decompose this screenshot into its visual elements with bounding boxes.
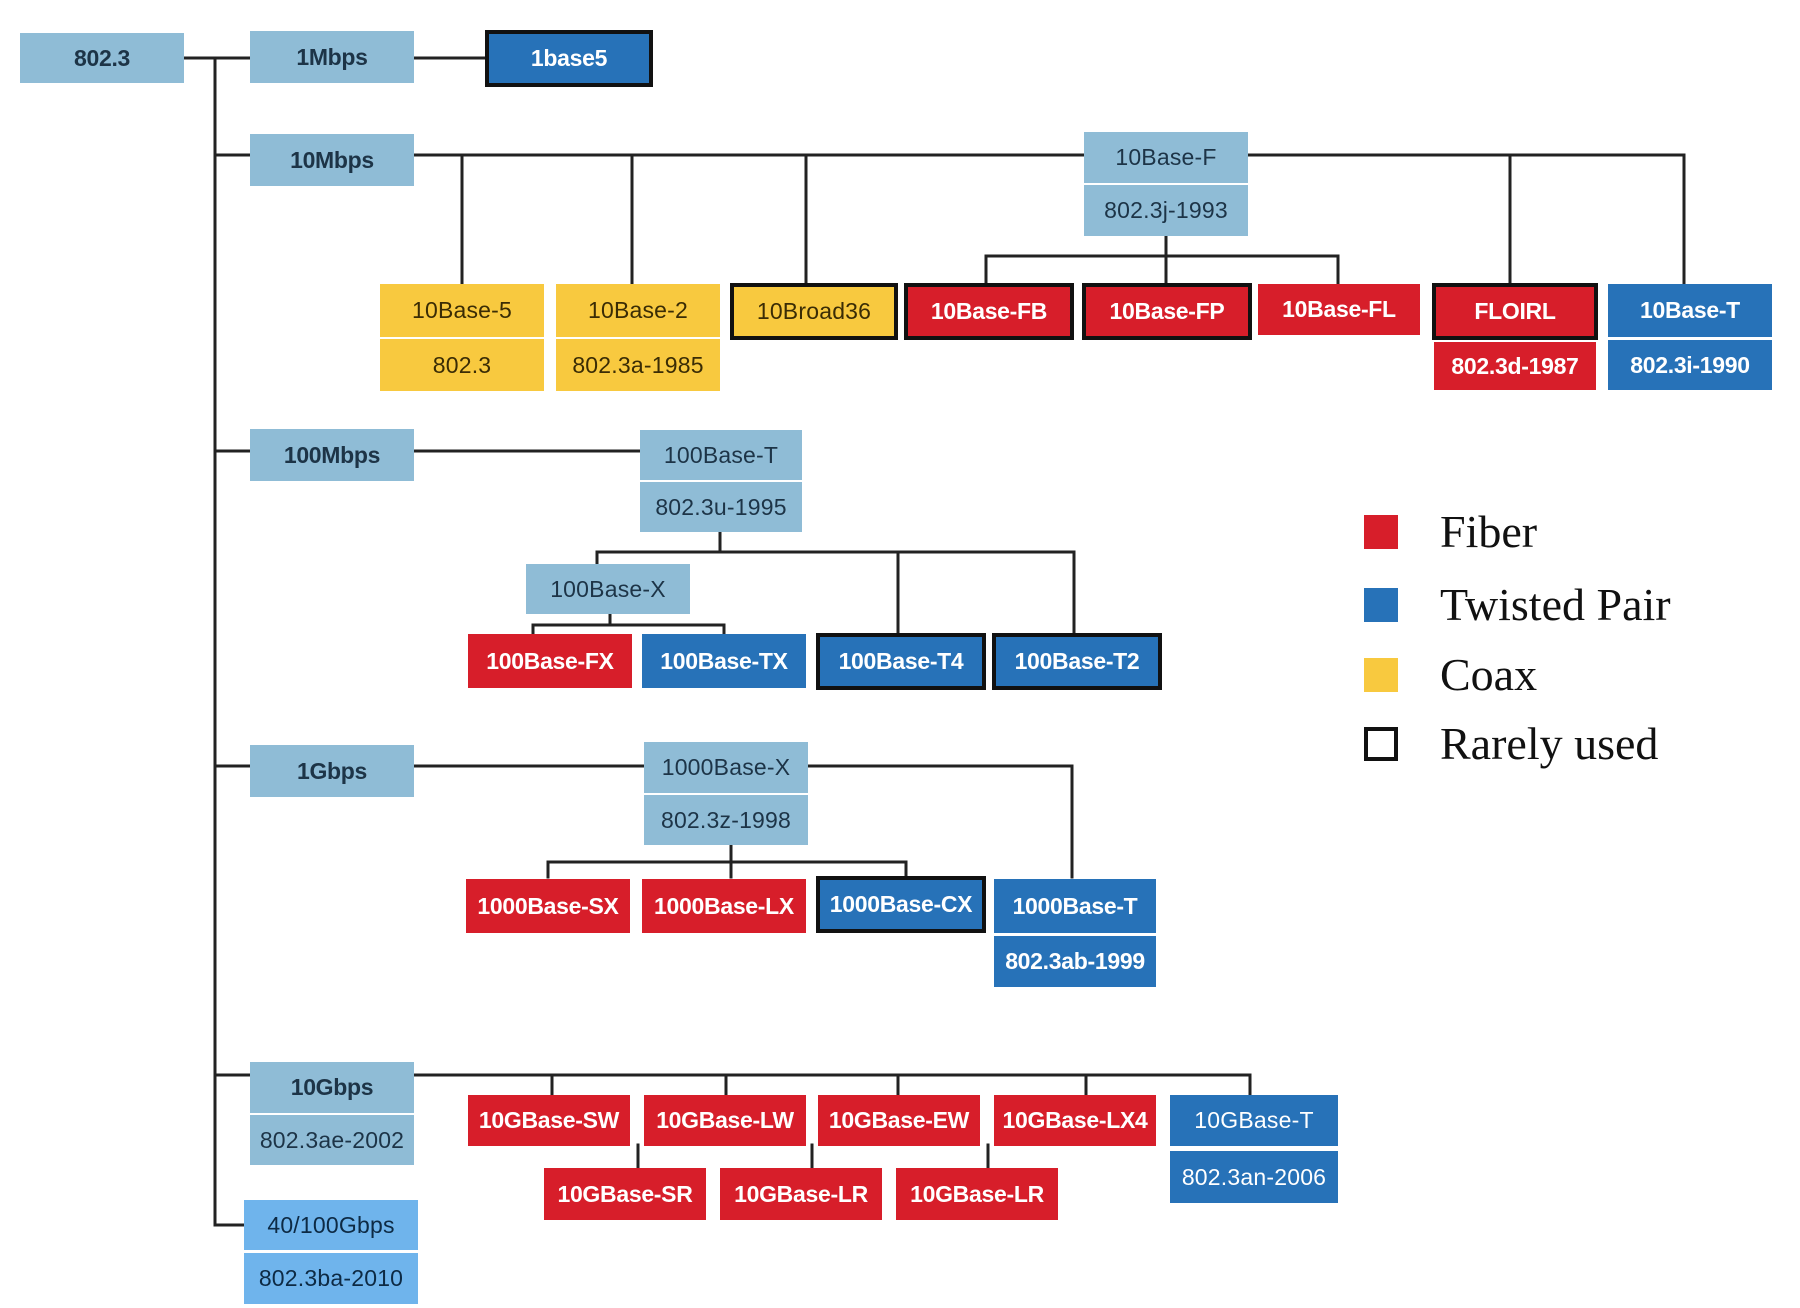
node-10gbase-sr: 10GBase-SR [544, 1168, 706, 1220]
node-1000base-x: 1000Base-X [644, 742, 808, 793]
node-10gbase-sw: 10GBase-SW [468, 1095, 630, 1146]
node-1base5: 1base5 [485, 30, 653, 87]
node-10gbase-lr: 10GBase-LR [720, 1168, 882, 1220]
legend-item-twisted-pair: Twisted Pair [1364, 578, 1671, 631]
node-10mbps: 10Mbps [250, 134, 414, 186]
node-100base-t4: 100Base-T4 [816, 633, 986, 690]
legend-item-fiber: Fiber [1364, 505, 1537, 558]
node-100base-fx: 100Base-FX [468, 634, 632, 688]
legend-label-fiber: Fiber [1440, 506, 1538, 557]
legend-item-rarely-used: Rarely used [1364, 717, 1658, 770]
node-foirl: FLOIRL [1432, 283, 1598, 340]
node-100base-t: 100Base-T [640, 430, 802, 480]
node-40-100gbps-standard: 802.3ba-2010 [244, 1253, 418, 1304]
node-10gbase-ew: 10GBase-EW [818, 1095, 980, 1146]
legend-item-coax: Coax [1364, 648, 1537, 701]
node-10gbase-lr-2: 10GBase-LR [896, 1168, 1058, 1220]
legend-label-twisted-pair: Twisted Pair [1440, 579, 1671, 630]
node-1000base-x-standard: 802.3z-1998 [644, 795, 808, 845]
rarely-used-swatch-icon [1364, 726, 1398, 761]
node-100base-x: 100Base-X [526, 564, 690, 614]
node-10base-fp: 10Base-FP [1082, 283, 1252, 340]
node-40-100gbps: 40/100Gbps [244, 1200, 418, 1250]
node-10base-5: 10Base-5 [380, 284, 544, 337]
node-10broad36: 10Broad36 [730, 283, 898, 340]
legend-label-rarely-used: Rarely used [1440, 718, 1659, 769]
node-10base-2: 10Base-2 [556, 284, 720, 337]
coax-swatch-icon [1364, 657, 1398, 692]
node-100base-t-standard: 802.3u-1995 [640, 482, 802, 532]
node-1mbps: 1Mbps [250, 31, 414, 83]
node-10base-2-standard: 802.3a-1985 [556, 339, 720, 391]
node-10base-5-standard: 802.3 [380, 339, 544, 391]
node-10gbps: 10Gbps [250, 1062, 414, 1113]
node-1000base-lx: 1000Base-LX [642, 879, 806, 933]
node-10gbps-standard: 802.3ae-2002 [250, 1115, 414, 1165]
node-10base-t: 10Base-T [1608, 284, 1772, 337]
node-10base-fb: 10Base-FB [904, 283, 1074, 340]
node-10gbase-lx4: 10GBase-LX4 [994, 1095, 1156, 1146]
node-1000base-t-standard: 802.3ab-1999 [994, 936, 1156, 987]
node-100base-tx: 100Base-TX [642, 634, 806, 688]
node-100mbps: 100Mbps [250, 429, 414, 481]
node-10base-fl: 10Base-FL [1258, 284, 1420, 335]
node-1gbps: 1Gbps [250, 745, 414, 797]
node-10base-f: 10Base-F [1084, 132, 1248, 183]
node-10gbase-lw: 10GBase-LW [644, 1095, 806, 1146]
node-10base-t-standard: 802.3i-1990 [1608, 340, 1772, 390]
node-1000base-cx: 1000Base-CX [816, 876, 986, 933]
twisted-pair-swatch-icon [1364, 587, 1398, 622]
node-802-3-root: 802.3 [20, 33, 184, 83]
node-10base-f-standard: 802.3j-1993 [1084, 185, 1248, 236]
node-1000base-t: 1000Base-T [994, 879, 1156, 933]
node-10gbase-t-standard: 802.3an-2006 [1170, 1151, 1338, 1203]
node-1000base-sx: 1000Base-SX [466, 879, 630, 933]
node-100base-t2: 100Base-T2 [992, 633, 1162, 690]
legend-label-coax: Coax [1440, 649, 1538, 700]
node-foirl-standard: 802.3d-1987 [1434, 342, 1596, 390]
node-10gbase-t: 10GBase-T [1170, 1095, 1338, 1146]
fiber-swatch-icon [1364, 514, 1398, 549]
